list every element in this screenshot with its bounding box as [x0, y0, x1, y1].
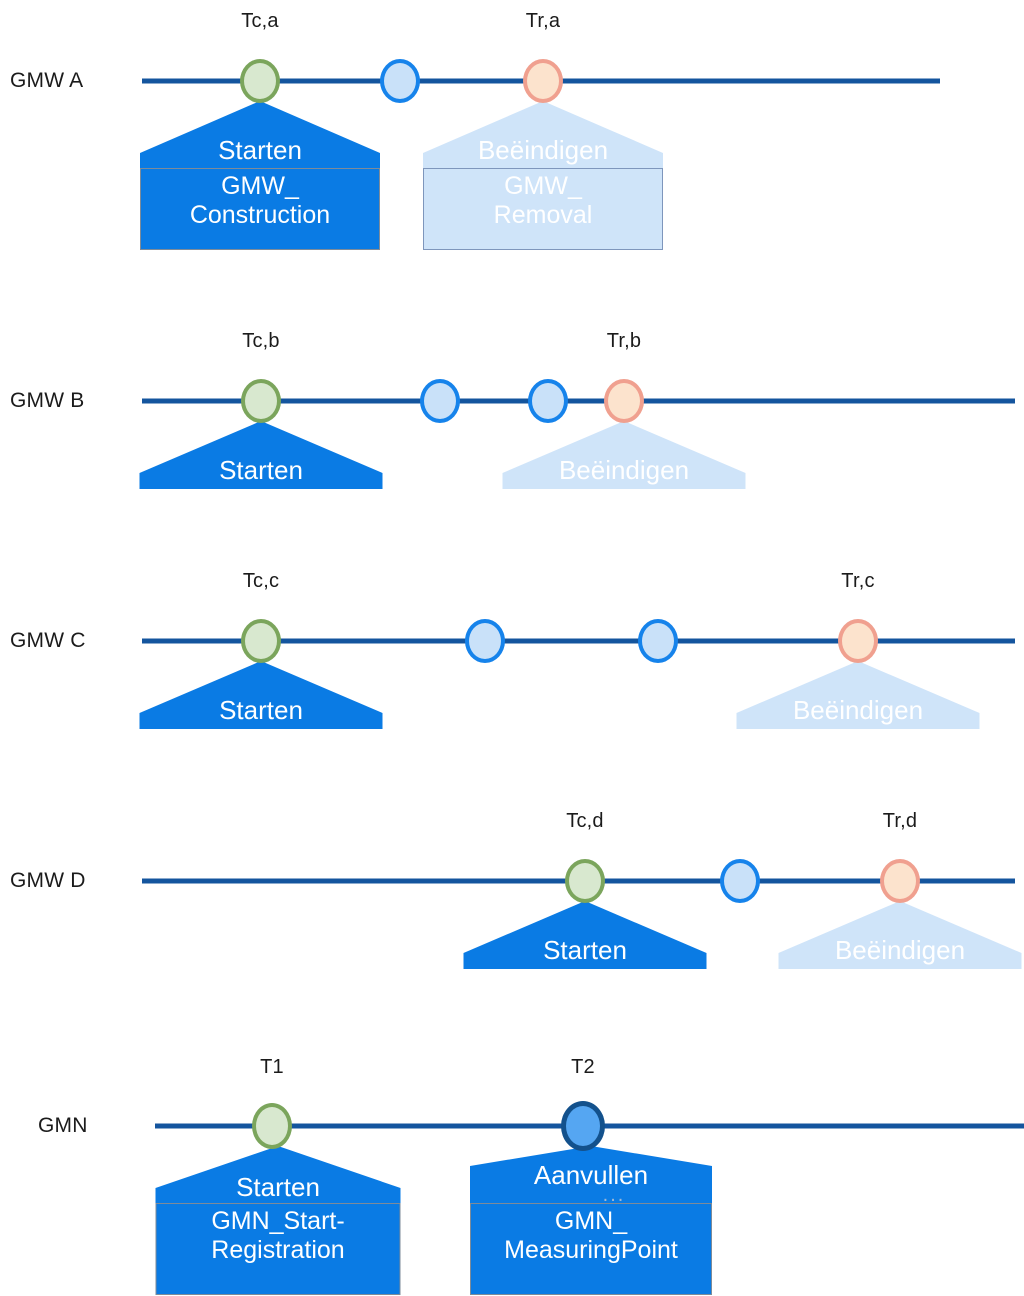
tick-label-tr-c: Tr,c: [841, 570, 875, 592]
pentagon-starten-a: Starten: [140, 101, 380, 169]
marker-peach-tr-a[interactable]: [523, 59, 563, 103]
tick-label-t1: T1: [260, 1056, 284, 1078]
marker-green-tc-a[interactable]: [240, 59, 280, 103]
marker-peach-tr-c[interactable]: [838, 619, 878, 663]
tick-label-tr-d: Tr,d: [882, 810, 918, 832]
row-label-gmw-a: GMW A: [10, 69, 84, 92]
box-line-2: MeasuringPoint: [504, 1235, 678, 1264]
marker-blue-c-1[interactable]: [465, 619, 505, 663]
box-line-1: GMN_Start-: [211, 1207, 345, 1235]
callout-gmn-start-registration[interactable]: Starten GMN_Start- Registration: [155, 1146, 401, 1295]
callout-gmn-measuringpoint[interactable]: Aanvullen ... GMN_ MeasuringPoint: [470, 1146, 712, 1295]
pentagon-beeindigen-d: Beëindigen: [778, 901, 1022, 969]
pentagon-starten-gmn: Starten: [155, 1146, 401, 1204]
box-gmn-start-registration: GMN_Start- Registration: [155, 1203, 401, 1295]
pentagon-beeindigen-c: Beëindigen: [736, 661, 980, 729]
callout-gmw-construction[interactable]: Starten GMW_ Construction: [140, 101, 380, 250]
tick-label-tc-a: Tc,a: [241, 10, 279, 32]
box-line-1: GMN_: [554, 1207, 628, 1235]
pentagon-starten-c: Starten: [139, 661, 383, 729]
row-label-gmn: GMN: [38, 1114, 88, 1137]
box-gmn-measuringpoint: GMN_ MeasuringPoint: [470, 1203, 712, 1295]
marker-peach-tr-d[interactable]: [880, 859, 920, 903]
box-line-2: Registration: [211, 1235, 345, 1264]
pentagon-starten-b: Starten: [139, 421, 383, 489]
marker-blue-b-2[interactable]: [528, 379, 568, 423]
box-gmw-construction: GMW_ Construction: [140, 168, 380, 250]
pentagon-beeindigen-b: Beëindigen: [502, 421, 746, 489]
timeline-row-gmn: GMN T1 T2 Starten GMN_Start- Registratio…: [0, 1040, 1024, 1296]
marker-blue-a-1[interactable]: [380, 59, 420, 103]
tick-label-t2: T2: [571, 1056, 595, 1078]
box-line-1: GMW_: [504, 172, 582, 200]
box-line-1: GMW_: [221, 172, 299, 200]
callout-beeindigen-d[interactable]: Beëindigen: [778, 901, 1022, 969]
callout-starten-c[interactable]: Starten: [139, 661, 383, 729]
marker-blue-d-1[interactable]: [720, 859, 760, 903]
timeline-row-gmw-d: GMW D Tc,d Tr,d Starten Beëindigen: [0, 800, 1024, 1000]
box-line-2: Removal: [493, 200, 593, 229]
row-label-gmw-d: GMW D: [10, 869, 86, 892]
pentagon-beeindigen-a: Beëindigen: [423, 101, 663, 169]
marker-green-t1[interactable]: [252, 1103, 292, 1149]
marker-green-tc-b[interactable]: [241, 379, 281, 423]
timeline-axis-gmw-b: [142, 398, 1015, 404]
callout-starten-d[interactable]: Starten: [463, 901, 707, 969]
pentagon-aanvullen-gmn: Aanvullen ...: [470, 1146, 712, 1206]
tick-label-tr-a: Tr,a: [525, 10, 561, 32]
marker-darkblue-t2[interactable]: [561, 1101, 605, 1151]
callout-beeindigen-c[interactable]: Beëindigen: [736, 661, 980, 729]
pentagon-starten-d: Starten: [463, 901, 707, 969]
tick-label-tc-d: Tc,d: [566, 810, 604, 832]
row-label-gmw-c: GMW C: [10, 629, 86, 652]
callout-gmw-removal[interactable]: Beëindigen GMW_ Removal: [423, 101, 663, 250]
timeline-row-gmw-a: GMW A Tc,a Tr,a Starten GMW_ Constructio…: [0, 0, 1024, 260]
tick-label-tr-b: Tr,b: [606, 330, 642, 352]
timeline-axis-gmw-c: [142, 638, 1015, 644]
callout-beeindigen-b[interactable]: Beëindigen: [502, 421, 746, 489]
box-gmw-removal: GMW_ Removal: [423, 168, 663, 250]
marker-peach-tr-b[interactable]: [604, 379, 644, 423]
row-label-gmw-b: GMW B: [10, 389, 85, 412]
tick-label-tc-b: Tc,b: [242, 330, 280, 352]
box-line-2: Construction: [189, 200, 331, 229]
timeline-row-gmw-b: GMW B Tc,b Tr,b Starten Beëindigen: [0, 320, 1024, 520]
marker-green-tc-c[interactable]: [241, 619, 281, 663]
tick-label-tc-c: Tc,c: [242, 570, 280, 592]
ellipsis-indicator: ...: [602, 1184, 626, 1206]
marker-green-tc-d[interactable]: [565, 859, 605, 903]
callout-starten-b[interactable]: Starten: [139, 421, 383, 489]
marker-blue-b-1[interactable]: [420, 379, 460, 423]
marker-blue-c-2[interactable]: [638, 619, 678, 663]
timeline-row-gmw-c: GMW C Tc,c Tr,c Starten Beëindigen: [0, 560, 1024, 760]
